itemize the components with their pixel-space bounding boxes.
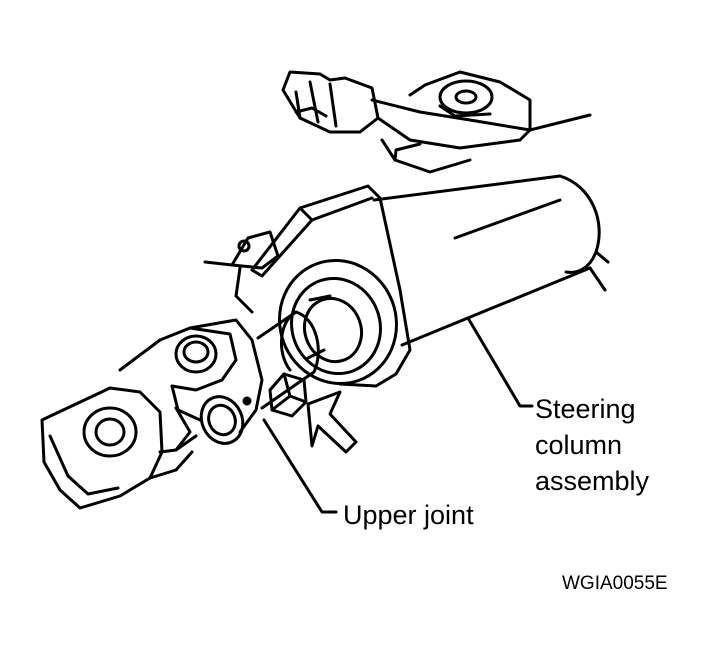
upper-joint-label: Upper joint: [343, 500, 474, 530]
column-tube: [372, 113, 610, 347]
bearing-collar: [278, 258, 398, 386]
mounting-bracket: [281, 70, 532, 174]
steering-column-label-line1: Steering: [535, 394, 636, 424]
steering-column-label-line3: assembly: [535, 466, 650, 496]
leader-line-steering: [466, 316, 534, 408]
leader-line-upper-joint: [262, 418, 338, 514]
indicator-arrow: [306, 390, 358, 454]
steering-column-label: Steering column assembly: [535, 391, 649, 499]
steering-column-label-line2: column: [535, 430, 623, 460]
lower-flange: [40, 386, 198, 510]
figure-code: WGIA0055E: [562, 573, 668, 594]
column-bracket-plate: [203, 184, 412, 388]
joint-bolt: [268, 372, 308, 418]
upper-joint: [118, 310, 320, 452]
